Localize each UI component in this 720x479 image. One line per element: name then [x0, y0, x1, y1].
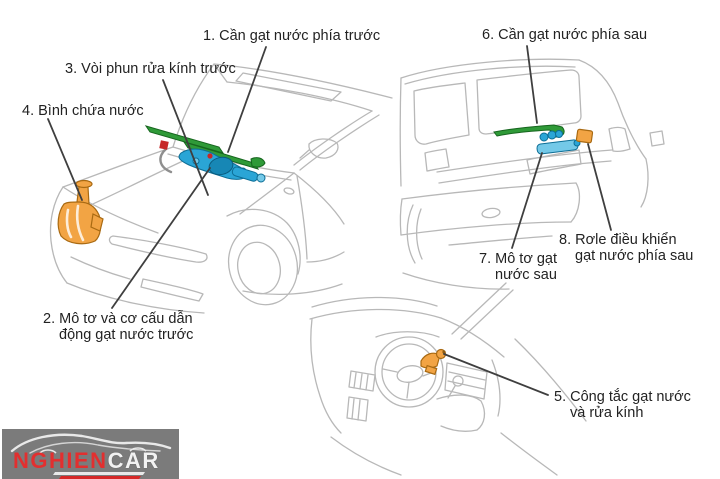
label-front-wiper-motor: 2. Mô tơ và cơ cấu dẫn động gạt nước trư…: [43, 311, 193, 343]
label-line: 2. Mô tơ và cơ cấu dẫn: [43, 311, 193, 327]
headlight-outline: [108, 235, 208, 263]
label-wiper-switch: 5. Công tắc gạt nước và rửa kính: [554, 389, 691, 421]
rear-wiper-motor-part: [536, 139, 579, 155]
leader-line-6: [526, 45, 538, 124]
front-car-illustration: [49, 63, 393, 314]
leader-line-2: [111, 167, 211, 309]
front-wiper-assembly: [144, 125, 266, 183]
label-line: và rửa kính: [570, 405, 644, 421]
label-rear-wiper-arm: 6. Cần gạt nước phía sau: [482, 27, 647, 43]
rear-car-illustration: [399, 58, 665, 290]
label-washer-reservoir: 4. Bình chứa nước: [22, 103, 144, 119]
leader-lines: [47, 45, 612, 396]
dashboard-illustration: [309, 282, 587, 476]
grille-intake-outline: [140, 278, 204, 302]
leader-line-8: [587, 143, 612, 231]
logo-wordmark: NGHIENCAR: [13, 450, 160, 472]
front-wheel: [227, 224, 299, 306]
front-wiper-blade-right: [182, 141, 260, 170]
label-washer-nozzle: 3. Vòi phun rửa kính trước: [65, 61, 236, 77]
car-silhouette-icon: [10, 433, 172, 454]
label-line: 8. Rơle điều khiển: [559, 232, 677, 248]
steering-wheel: [374, 336, 444, 408]
nghiencar-logo: NGHIENCAR: [2, 429, 179, 479]
washer-hose: [159, 147, 173, 174]
leader-line-4: [47, 118, 83, 201]
label-line: 1. Cần gạt nước phía trước: [203, 28, 381, 44]
rear-wiper-relay-part: [575, 128, 594, 144]
label-line: 6. Cần gạt nước phía sau: [482, 27, 648, 43]
sunroof-outline: [235, 72, 342, 102]
label-line: 4. Bình chứa nước: [22, 103, 144, 119]
quarter-window-outline: [413, 82, 470, 145]
tail-light-right: [608, 126, 631, 153]
washer-reservoir-part: [57, 179, 104, 245]
leader-line-7: [511, 152, 543, 249]
logo-underline-white: [52, 472, 146, 475]
logo-text-nghien: NGHIEN: [13, 448, 108, 473]
label-line: nước sau: [495, 267, 557, 283]
front-wiper-blade-left: [144, 125, 225, 154]
hose-cap: [159, 140, 169, 150]
center-stack: [444, 362, 488, 400]
left-vent: [348, 370, 376, 392]
tail-light-left: [424, 148, 450, 172]
gear-shifter-knob: [452, 375, 464, 387]
leader-line-1: [227, 46, 267, 153]
door-handle: [283, 187, 295, 195]
pivot-point: [207, 153, 213, 159]
label-line: 7. Mô tơ gạt: [479, 251, 558, 267]
license-garnish: [526, 149, 582, 175]
leader-line-3: [162, 79, 209, 196]
label-line: động gạt nước trước: [59, 327, 194, 343]
rear-wiper-assembly: [493, 124, 594, 155]
leader-line-5: [443, 353, 549, 396]
reservoir-cap: [75, 179, 93, 189]
rear-window-outline: [476, 69, 582, 135]
label-line: 5. Công tắc gạt nước: [554, 389, 691, 405]
logo-text-car: CAR: [107, 448, 160, 473]
label-line: gạt nước phía sau: [575, 248, 694, 264]
side-mirror: [308, 138, 339, 159]
label-line: 3. Vòi phun rửa kính trước: [65, 61, 236, 77]
label-front-wiper-arm: 1. Cần gạt nước phía trước: [203, 28, 380, 44]
label-rear-wiper-motor: 7. Mô tơ gạt nước sau: [479, 251, 557, 283]
label-rear-wiper-relay: 8. Rơle điều khiển gạt nước phía sau: [559, 232, 693, 264]
